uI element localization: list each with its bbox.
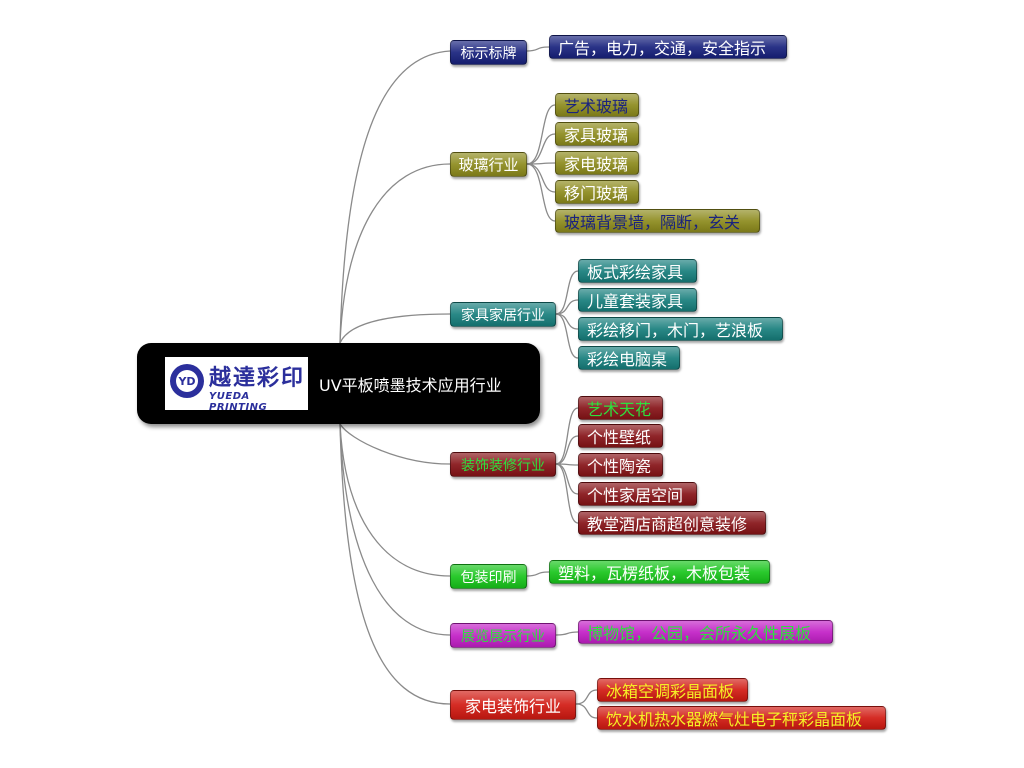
leaf-decoration-2[interactable]: 个性壁纸 bbox=[578, 424, 663, 448]
leaf-decoration-5[interactable]: 教堂酒店商超创意装修 bbox=[578, 511, 766, 535]
link-central-exhibition bbox=[339, 423, 451, 636]
category-signage[interactable]: 标示标牌 bbox=[450, 40, 527, 65]
leaf-decoration-1[interactable]: 艺术天花 bbox=[578, 396, 663, 420]
link-central-decoration bbox=[339, 423, 451, 465]
leaf-packaging-1[interactable]: 塑料，瓦楞纸板，木板包装 bbox=[549, 560, 770, 584]
link-central-signage bbox=[339, 50, 451, 344]
leaf-glass-1[interactable]: 艺术玻璃 bbox=[555, 93, 639, 117]
company-logo: YD 越達彩印 YUEDA PRINTING bbox=[165, 357, 308, 413]
category-packaging[interactable]: 包装印刷 bbox=[450, 564, 527, 589]
svg-text:YD: YD bbox=[177, 375, 195, 388]
leaf-furniture-2[interactable]: 儿童套装家具 bbox=[578, 288, 697, 312]
link-central-packaging bbox=[339, 423, 451, 577]
logo-english-text: YUEDA PRINTING bbox=[209, 391, 268, 413]
leaf-appliance-1[interactable]: 冰箱空调彩晶面板 bbox=[597, 678, 748, 702]
leaf-glass-4[interactable]: 移门玻璃 bbox=[555, 180, 639, 204]
category-decoration[interactable]: 装饰装修行业 bbox=[450, 452, 556, 477]
link-central-appliance bbox=[339, 423, 451, 705]
central-topic[interactable]: YD 越達彩印 YUEDA PRINTING UV平板喷墨技术应用行业 bbox=[137, 343, 540, 424]
leaf-glass-2[interactable]: 家具玻璃 bbox=[555, 122, 639, 146]
logo-badge-icon: YD bbox=[170, 364, 204, 398]
leaf-glass-5[interactable]: 玻璃背景墙，隔断，玄关 bbox=[555, 209, 760, 233]
leaf-signage-1[interactable]: 广告，电力，交通，安全指示 bbox=[549, 35, 787, 59]
leaf-furniture-4[interactable]: 彩绘电脑桌 bbox=[578, 346, 680, 370]
leaf-decoration-3[interactable]: 个性陶瓷 bbox=[578, 453, 663, 477]
leaf-furniture-1[interactable]: 板式彩绘家具 bbox=[578, 259, 697, 283]
logo-chinese-text: 越達彩印 bbox=[209, 365, 306, 391]
category-appliance[interactable]: 家电装饰行业 bbox=[450, 690, 576, 720]
category-glass[interactable]: 玻璃行业 bbox=[450, 152, 527, 177]
link-central-furniture bbox=[339, 313, 451, 344]
leaf-glass-3[interactable]: 家电玻璃 bbox=[555, 151, 639, 175]
category-exhibition[interactable]: 展览展示行业 bbox=[450, 623, 556, 648]
leaf-appliance-2[interactable]: 饮水机热水器燃气灶电子秤彩晶面板 bbox=[597, 706, 886, 730]
leaf-exhibition-1[interactable]: 博物馆，公园，会所永久性展板 bbox=[578, 620, 833, 644]
leaf-decoration-4[interactable]: 个性家居空间 bbox=[578, 482, 697, 506]
link-central-glass bbox=[339, 163, 451, 344]
category-furniture[interactable]: 家具家居行业 bbox=[450, 302, 556, 327]
leaf-furniture-3[interactable]: 彩绘移门，木门，艺浪板 bbox=[578, 317, 783, 341]
central-title: UV平板喷墨技术应用行业 bbox=[319, 376, 502, 395]
